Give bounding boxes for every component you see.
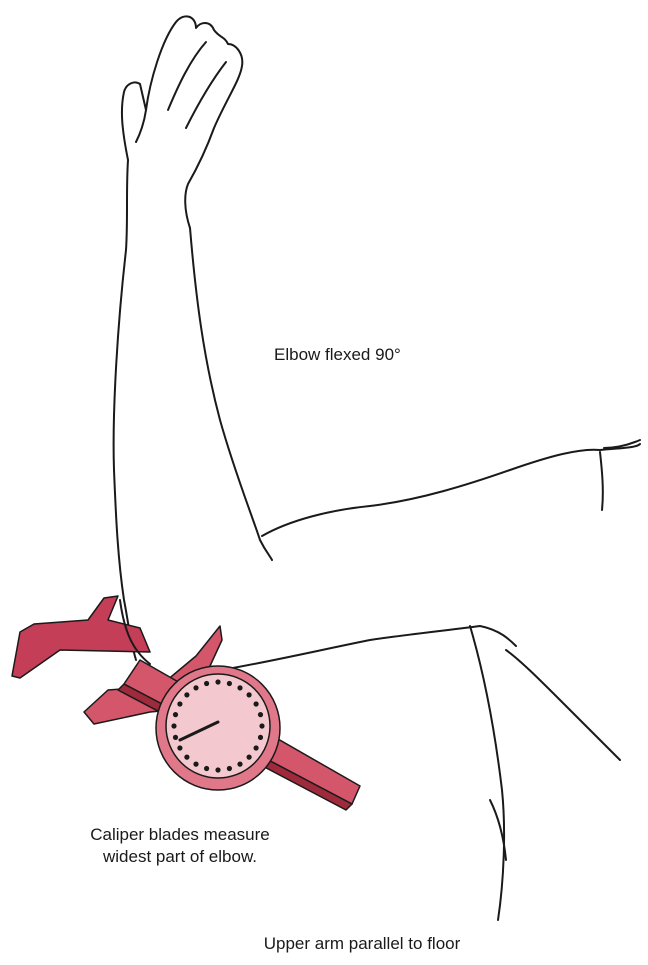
dial-tick-dot <box>237 685 242 690</box>
dial-tick-dot <box>237 762 242 767</box>
dial-tick-dot <box>184 692 189 697</box>
upper-arm-bottom <box>210 626 516 672</box>
hand-outline <box>122 16 242 228</box>
shirt-edge <box>506 650 620 760</box>
elbow-flexed-label: Elbow flexed 90° <box>274 344 401 366</box>
upper-arm-label: Upper arm parallel to floor <box>232 933 492 955</box>
finger-line-2 <box>186 62 226 128</box>
caliper-label: Caliper blades measure widest part of el… <box>60 824 300 868</box>
wrist-line <box>126 160 128 250</box>
dial-tick-dot <box>247 692 252 697</box>
dial-tick-dot <box>247 755 252 760</box>
caliper-label-line2: widest part of elbow. <box>60 846 300 868</box>
dial-tick-dot <box>173 735 178 740</box>
dial-tick-dot <box>215 767 220 772</box>
dial-tick-dot <box>227 681 232 686</box>
dial-tick-dot <box>254 745 259 750</box>
dial-tick-dot <box>193 685 198 690</box>
thumb-line <box>136 110 146 142</box>
dial-tick-dot <box>193 762 198 767</box>
dial-tick-dot <box>173 712 178 717</box>
dial-tick-dot <box>204 766 209 771</box>
dial-tick-dot <box>177 701 182 706</box>
dial-tick-dot <box>215 679 220 684</box>
dial-tick-dot <box>204 681 209 686</box>
dial-tick-dot <box>258 712 263 717</box>
dial-tick-dot <box>258 735 263 740</box>
dial-tick-dot <box>227 766 232 771</box>
shoulder-crease <box>600 452 603 510</box>
dial-tick-dot <box>171 723 176 728</box>
caliper-label-line1: Caliper blades measure <box>60 824 300 846</box>
caliper-dial-face <box>166 674 270 778</box>
dial-tick-dot <box>254 701 259 706</box>
upper-arm-top <box>262 444 640 536</box>
caliper <box>12 596 360 810</box>
forearm-right <box>190 228 272 560</box>
arm-underside <box>470 626 504 920</box>
dial-tick-dot <box>259 723 264 728</box>
dial-tick-dot <box>177 745 182 750</box>
dial-tick-dot <box>184 755 189 760</box>
